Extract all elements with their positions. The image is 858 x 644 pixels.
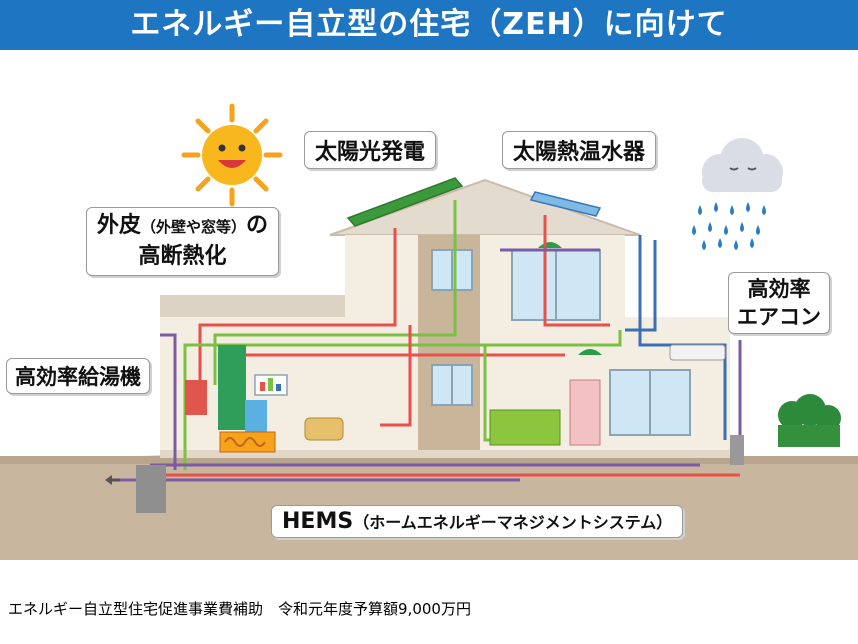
shrub-icon <box>778 394 841 447</box>
label-envelope-sub: （外壁や窓等） <box>141 218 246 236</box>
label-aircon-line1: 高効率 <box>737 275 821 303</box>
callout-solar-pv: 太陽光発電 <box>304 131 436 169</box>
label-envelope-line2: 高断熱化 <box>97 242 268 272</box>
label-solar-thermal: 太陽熱温水器 <box>513 140 645 165</box>
callout-solar-thermal: 太陽熱温水器 <box>502 131 656 169</box>
aircon-unit-icon <box>670 345 725 360</box>
label-hems-main: HEMS <box>282 509 353 534</box>
hems-panel-icon <box>255 375 287 395</box>
page-title: エネルギー自立型の住宅（ZEH）に向けて <box>0 0 858 50</box>
label-hems-sub: （ホームエネルギーマネジメントシステム） <box>353 513 672 532</box>
callout-envelope-insulation: 外皮（外壁や窓等）の 高断熱化 <box>86 207 279 276</box>
label-aircon-line2: エアコン <box>737 303 821 331</box>
label-water-heater: 高効率給湯機 <box>15 365 141 389</box>
sun-icon <box>184 106 280 204</box>
bathtub-icon <box>305 418 343 440</box>
callout-hems: HEMS（ホームエネルギーマネジメントシステム） <box>271 505 683 538</box>
callout-aircon: 高効率 エアコン <box>728 272 830 334</box>
label-envelope-main: 外皮 <box>97 213 141 238</box>
budget-footnote: エネルギー自立型住宅促進事業費補助 令和元年度予算額9,000万円 <box>8 598 471 619</box>
rain-cloud-icon <box>692 138 783 250</box>
label-solar-pv: 太陽光発電 <box>315 140 425 165</box>
callout-water-heater: 高効率給湯機 <box>6 358 150 394</box>
label-envelope-tail: の <box>246 213 268 238</box>
